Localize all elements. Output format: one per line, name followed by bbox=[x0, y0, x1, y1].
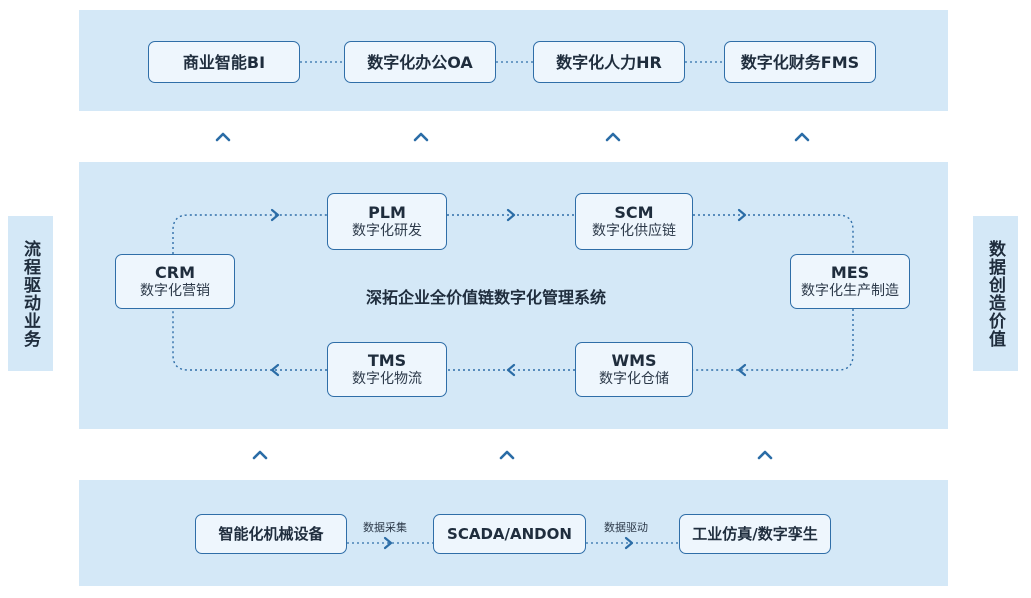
node-tms: TMS 数字化物流 bbox=[327, 342, 447, 397]
loop-arrow-right-2 bbox=[506, 208, 516, 222]
node-plm-name: 数字化研发 bbox=[352, 223, 422, 239]
node-plm-code: PLM bbox=[368, 203, 406, 222]
up-chevron-icon bbox=[757, 450, 773, 460]
loop-top-right bbox=[693, 214, 854, 254]
loop-bottom-right bbox=[693, 309, 854, 371]
loop-arrow-left-1 bbox=[737, 363, 747, 377]
bottom-arrow-1 bbox=[383, 536, 393, 550]
top-box-fms: 数字化财务FMS bbox=[724, 41, 876, 83]
node-wms-name: 数字化仓储 bbox=[599, 371, 669, 387]
node-scm-code: SCM bbox=[614, 203, 654, 222]
up-chevron-icon bbox=[499, 450, 515, 460]
up-chevron-icon bbox=[252, 450, 268, 460]
up-chevron-icon bbox=[605, 132, 621, 142]
node-mes-code: MES bbox=[830, 263, 870, 282]
top-box-hr: 数字化人力HR bbox=[533, 41, 685, 83]
loop-top-left bbox=[172, 214, 327, 254]
node-mes-name: 数字化生产制造 bbox=[801, 283, 899, 299]
bottom-box-machines: 智能化机械设备 bbox=[195, 514, 347, 554]
top-box-bi: 商业智能BI bbox=[148, 41, 300, 83]
side-label-left: 流程驱动业务 bbox=[8, 216, 53, 371]
up-chevron-icon bbox=[413, 132, 429, 142]
node-wms: WMS 数字化仓储 bbox=[575, 342, 693, 397]
up-chevron-icon bbox=[215, 132, 231, 142]
node-mes: MES 数字化生产制造 bbox=[790, 254, 910, 309]
bottom-box-scada-label: SCADA/ANDON bbox=[447, 524, 572, 543]
center-title: 深拓企业全价值链数字化管理系统 bbox=[366, 288, 607, 307]
loop-arrow-right-3 bbox=[737, 208, 747, 222]
node-crm-code: CRM bbox=[155, 263, 195, 282]
top-box-oa: 数字化办公OA bbox=[344, 41, 496, 83]
top-box-hr-label: 数字化人力HR bbox=[556, 52, 662, 72]
node-wms-code: WMS bbox=[611, 351, 657, 370]
side-label-right-text: 数据创造价值 bbox=[985, 239, 1005, 348]
bottom-box-simulation: 工业仿真/数字孪生 bbox=[679, 514, 831, 554]
up-chevron-icon bbox=[794, 132, 810, 142]
side-label-right: 数据创造价值 bbox=[973, 216, 1018, 371]
node-crm-name: 数字化营销 bbox=[140, 283, 210, 299]
bottom-arrow-2 bbox=[624, 536, 634, 550]
flow-label-drive: 数据驱动 bbox=[604, 521, 648, 534]
bottom-box-scada: SCADA/ANDON bbox=[433, 514, 586, 554]
node-crm: CRM 数字化营销 bbox=[115, 254, 235, 309]
node-scm: SCM 数字化供应链 bbox=[575, 193, 693, 250]
top-box-fms-label: 数字化财务FMS bbox=[740, 52, 860, 72]
side-label-left-text: 流程驱动业务 bbox=[20, 239, 40, 348]
node-tms-code: TMS bbox=[367, 351, 407, 370]
bottom-box-simulation-label: 工业仿真/数字孪生 bbox=[692, 524, 818, 543]
loop-arrow-right-1 bbox=[270, 208, 280, 222]
loop-arrow-left-2 bbox=[506, 363, 516, 377]
top-box-oa-label: 数字化办公OA bbox=[367, 52, 473, 72]
loop-arrow-left-3 bbox=[270, 363, 280, 377]
bottom-box-machines-label: 智能化机械设备 bbox=[218, 524, 324, 543]
top-box-bi-label: 商业智能BI bbox=[182, 52, 266, 72]
loop-bottom-left bbox=[172, 309, 327, 371]
node-scm-name: 数字化供应链 bbox=[592, 223, 676, 239]
flow-label-collect: 数据采集 bbox=[363, 521, 407, 534]
node-tms-name: 数字化物流 bbox=[352, 371, 422, 387]
node-plm: PLM 数字化研发 bbox=[327, 193, 447, 250]
